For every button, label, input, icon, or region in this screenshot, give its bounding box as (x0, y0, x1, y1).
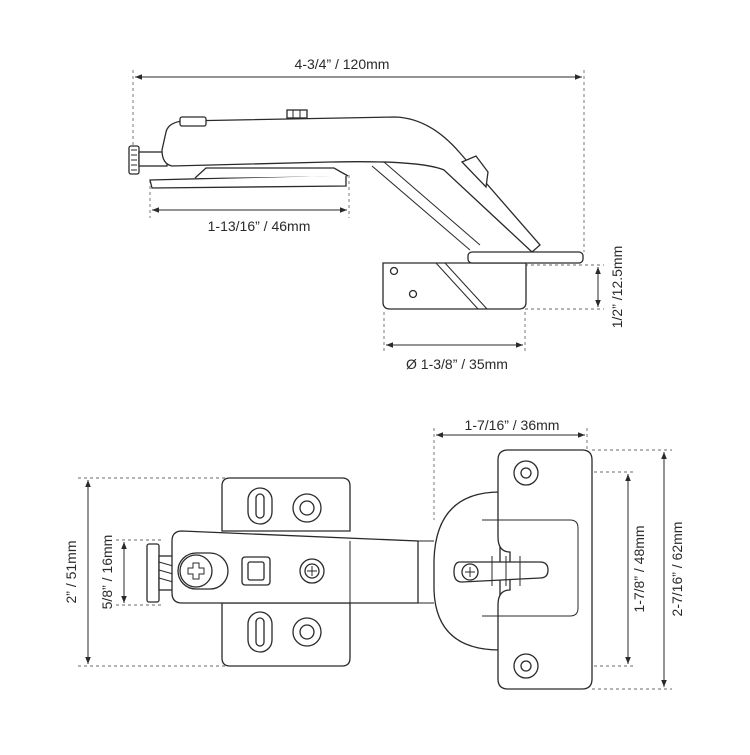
cup-link-slot (453, 561, 549, 583)
cup-depth-label: 1/2” /12.5mm (609, 246, 625, 328)
top-view: 1-7/16” / 36mm 2” / 51mm 5/8” / 16mm 1-7… (63, 417, 685, 690)
hinge-cup (382, 262, 527, 310)
cup-flange (467, 251, 584, 264)
mounting-plate-top (194, 167, 349, 179)
spring-housing (460, 155, 489, 189)
adjust-screw-knob (146, 543, 160, 603)
cup-rivet-bottom (408, 289, 418, 299)
arm-cover-clip (179, 116, 207, 127)
plate-height-label: 2” / 51mm (63, 540, 79, 603)
side-view: 4-3/4” / 120mm 1-13/16” / 46mm 1/2” /12.… (128, 56, 625, 372)
cup-diameter-label: Ø 1-3/8” / 35mm (406, 356, 508, 372)
cup-height-label: 2-7/16” / 62mm (669, 522, 685, 617)
cup-screw-spacing-label: 1-7/8” / 48mm (631, 525, 647, 612)
cup-width-label: 1-7/16” / 36mm (465, 417, 560, 433)
cup-recess (482, 519, 579, 617)
mounting-plate-bottom-wing (221, 602, 351, 667)
base-length-label: 1-13/16” / 46mm (208, 218, 311, 234)
cup-inner-line (435, 262, 479, 310)
mounting-plate-top-wing (221, 477, 351, 532)
cup-rivet-top (389, 266, 399, 276)
arm-link (371, 165, 471, 251)
arm-cross-screw (179, 554, 213, 588)
arm-adjust-screw (286, 109, 308, 119)
overall-length-label: 4-3/4” / 120mm (295, 56, 390, 72)
screw-span-label: 5/8” / 16mm (99, 535, 115, 610)
